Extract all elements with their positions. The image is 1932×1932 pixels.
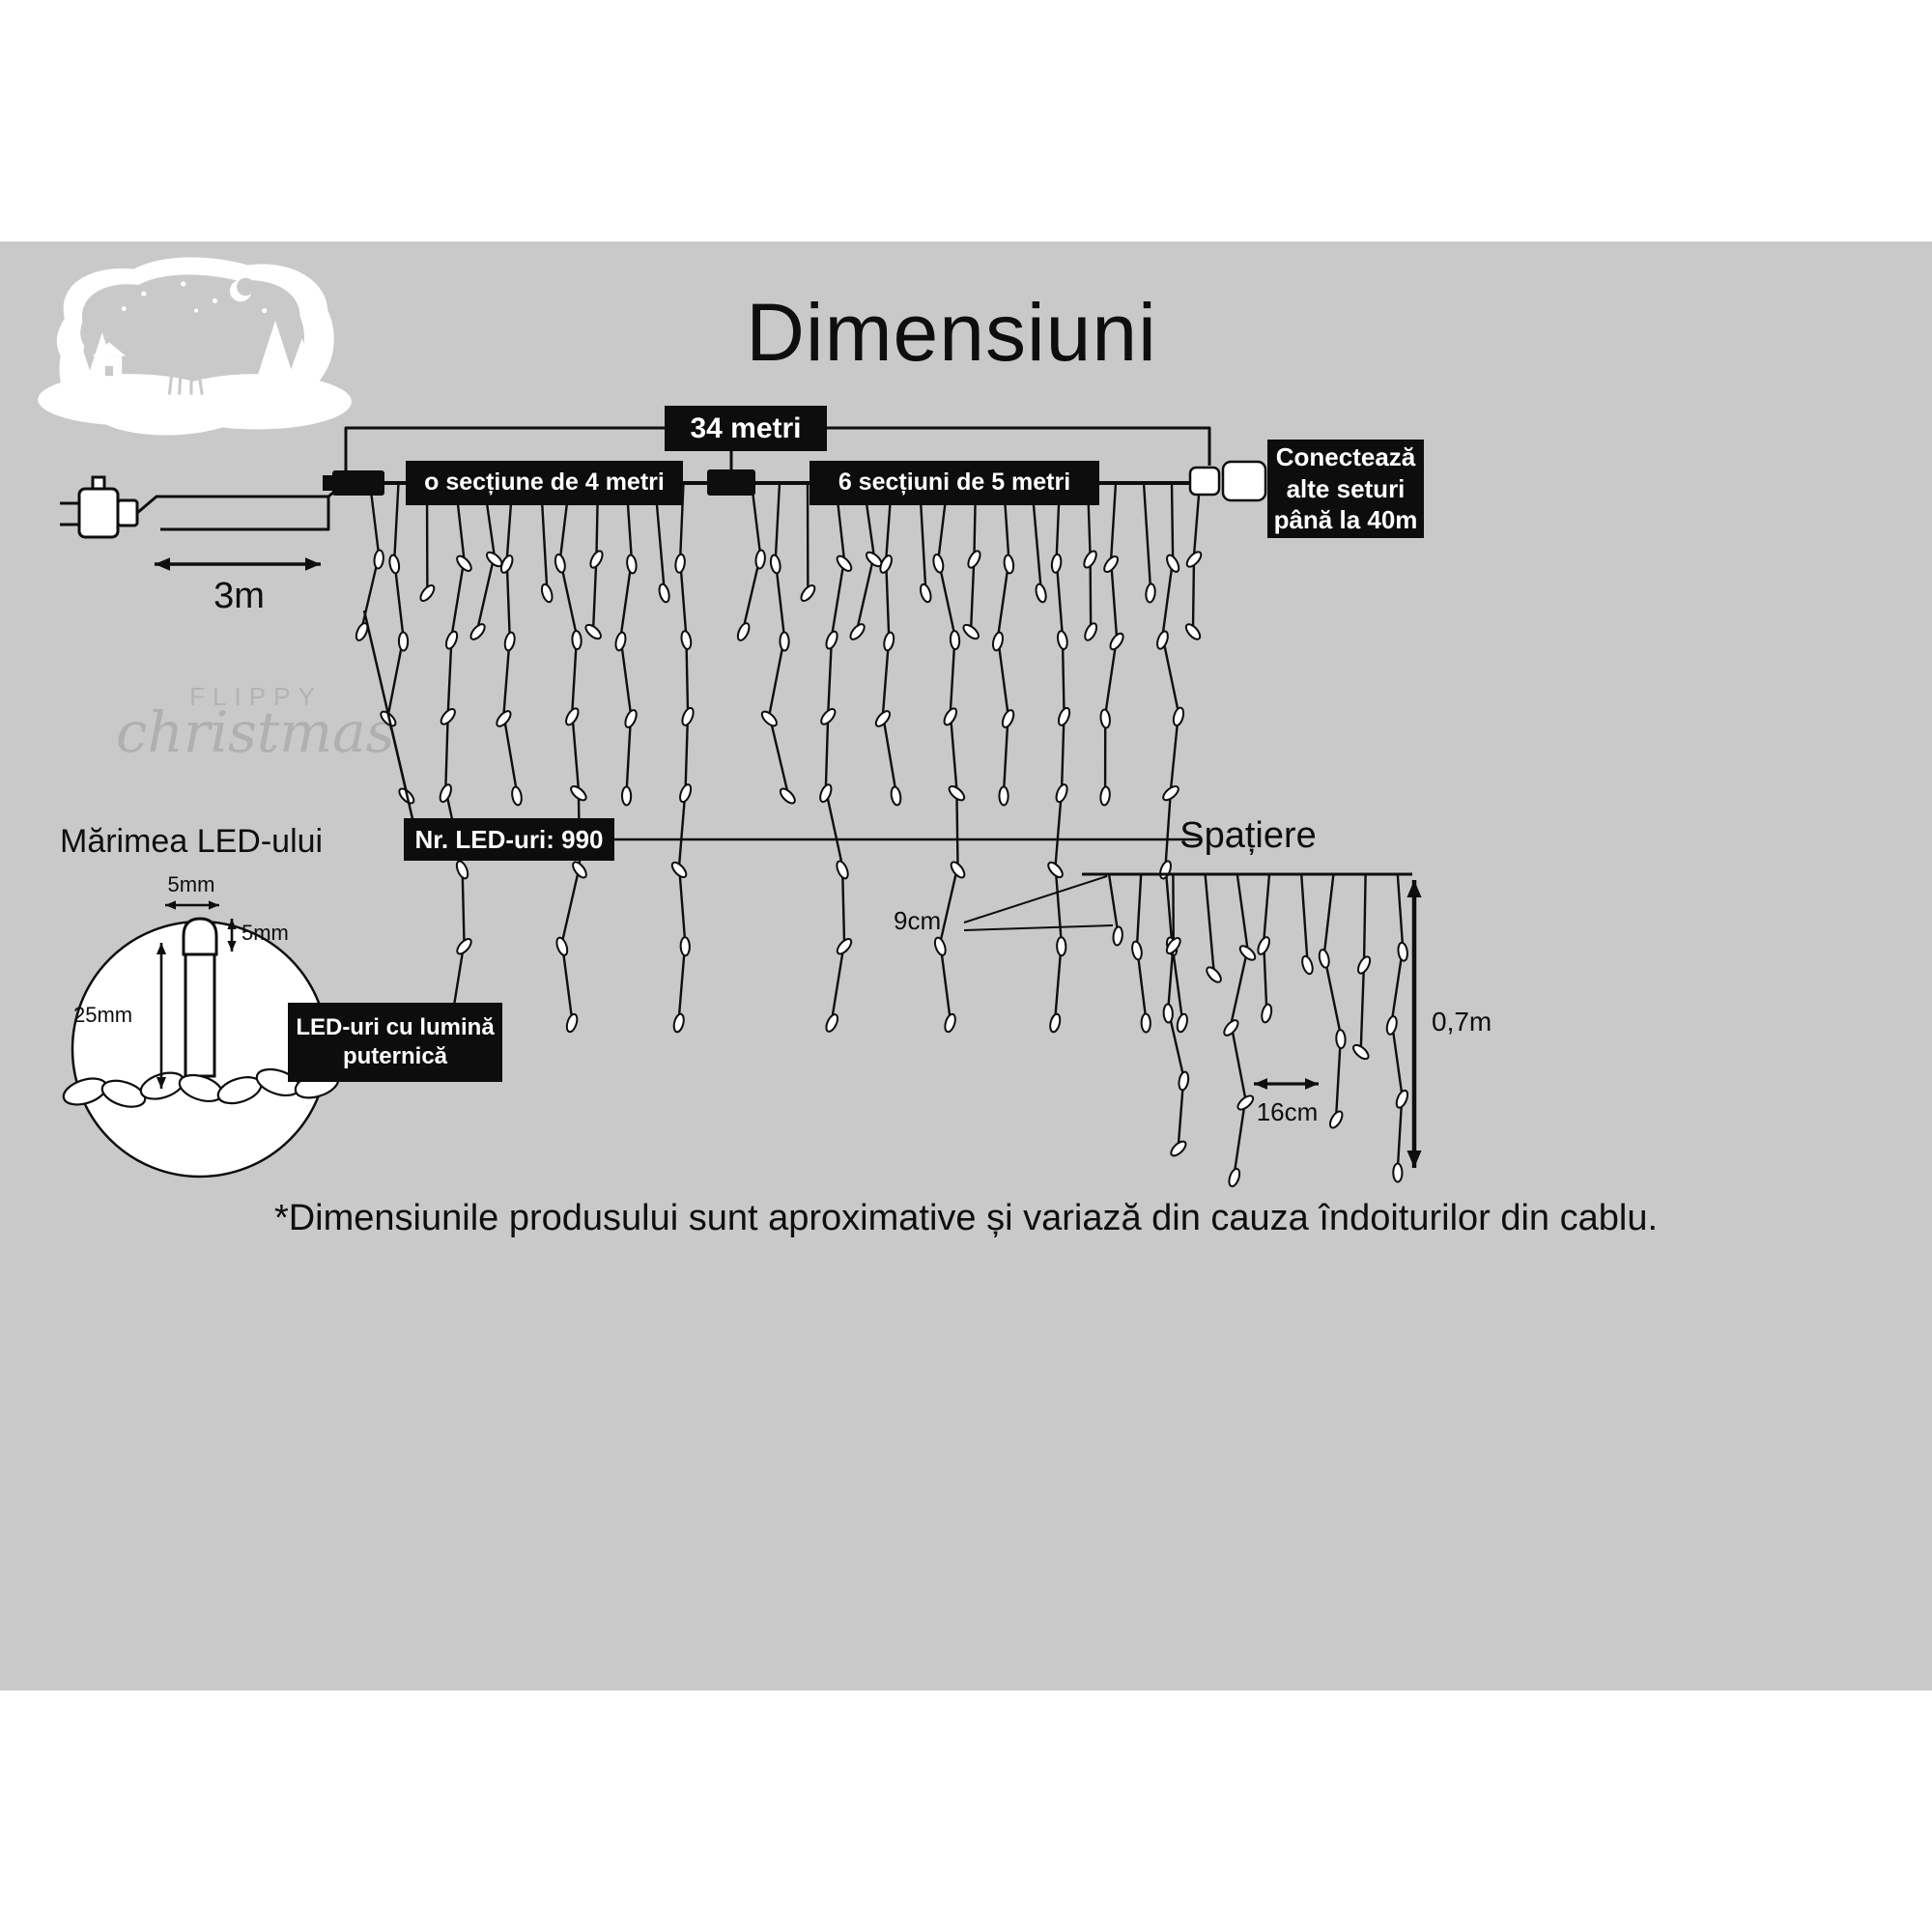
brand-logo: FLIPPY christmas — [34, 249, 395, 765]
drop-height-label: 0,7m — [1432, 1007, 1492, 1037]
led-width-label: 5mm — [167, 872, 215, 896]
led-note-badge: LED-uri cu lumină puternică — [288, 1003, 502, 1082]
connect-note-line: alte seturi — [1286, 473, 1406, 503]
led-count-badge: Nr. LED-uri: 990 — [404, 818, 614, 861]
brand-name: FLIPPY — [189, 682, 323, 711]
connect-note-line: până la 40m — [1273, 505, 1418, 535]
section-left-label: o secțiune de 4 metri — [424, 469, 665, 497]
drop-gap-label: 9cm — [894, 906, 942, 935]
tree-icon — [287, 338, 318, 381]
tree-icon — [64, 336, 93, 379]
lead-length-label: 3m — [213, 576, 265, 616]
section-right-label: 6 secțiuni de 5 metri — [838, 469, 1071, 497]
tree-icon — [257, 320, 294, 377]
house-icon — [92, 342, 127, 356]
section-right-badge: 6 secțiuni de 5 metri — [810, 461, 1099, 505]
total-length-label: 34 metri — [690, 412, 802, 444]
page-title: Dimensiuni — [746, 287, 1157, 378]
led-note-line: LED-uri cu lumină — [296, 1014, 495, 1040]
group-gap-label: 16cm — [1256, 1097, 1319, 1126]
led-size-heading: Mărimea LED-ului — [60, 823, 324, 860]
deer-icon — [162, 334, 220, 395]
connect-note-line: Conectează — [1275, 442, 1416, 472]
section-left-badge: o secțiune de 4 metri — [406, 461, 683, 505]
total-length-badge: 34 metri — [665, 406, 827, 451]
winter-scene-illustration — [38, 257, 352, 436]
footnote: *Dimensiunile produsului sunt aproximati… — [273, 1198, 1659, 1238]
connect-note-badge: Conectează alte seturi până la 40m — [1267, 440, 1424, 538]
spacing-heading: Spațiere — [1179, 815, 1317, 856]
led-count-label: Nr. LED-uri: 990 — [414, 824, 604, 854]
led-body-length-label: 25mm — [73, 1003, 133, 1027]
led-dome-height-label: 5mm — [242, 921, 289, 945]
led-note-line: puternică — [342, 1043, 448, 1069]
